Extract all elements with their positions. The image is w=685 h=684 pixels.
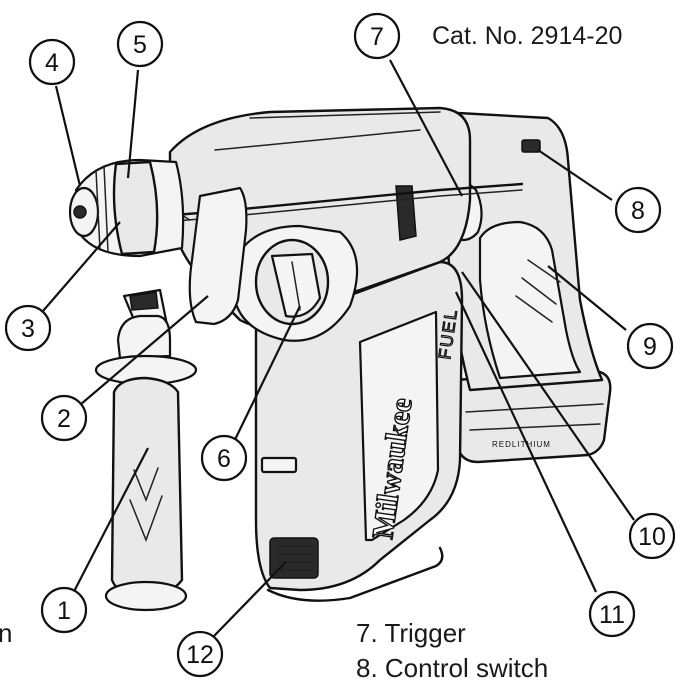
svg-text:5: 5 bbox=[133, 31, 147, 59]
clipped-legend-fragment: n bbox=[0, 618, 12, 648]
legend-item-control-switch: 8. Control switch bbox=[356, 653, 548, 683]
battery-brand-label: REDLITHIUM bbox=[492, 440, 551, 449]
led-light bbox=[269, 537, 319, 579]
callout-5: 5 bbox=[116, 20, 164, 68]
depth-rod-clamp bbox=[188, 186, 248, 326]
rear-handle bbox=[438, 110, 604, 392]
callout-11: 11 bbox=[588, 590, 636, 638]
callout-1: 1 bbox=[40, 586, 88, 634]
battery-pack: REDLITHIUM bbox=[450, 370, 612, 464]
svg-text:6: 6 bbox=[217, 445, 231, 473]
control-switch bbox=[521, 139, 541, 153]
svg-text:12: 12 bbox=[186, 641, 214, 669]
chuck bbox=[68, 158, 185, 258]
svg-text:1: 1 bbox=[57, 597, 71, 625]
callouts: 1 2 3 4 5 6 7 8 bbox=[4, 12, 676, 678]
svg-text:11: 11 bbox=[599, 601, 625, 629]
leader-lines bbox=[29, 59, 635, 637]
callout-7: 7 bbox=[353, 12, 401, 60]
svg-text:2: 2 bbox=[57, 405, 71, 433]
mode-selector-knob bbox=[232, 224, 359, 342]
side-handle bbox=[94, 288, 198, 612]
callout-9: 9 bbox=[626, 322, 674, 370]
callout-3: 3 bbox=[4, 304, 52, 352]
svg-text:9: 9 bbox=[643, 333, 657, 361]
rotary-hammer-illustration: REDLITHIUM Milwaukee FUEL bbox=[68, 106, 612, 612]
callout-2: 2 bbox=[40, 394, 88, 442]
svg-text:7: 7 bbox=[370, 23, 384, 51]
svg-text:8: 8 bbox=[631, 197, 645, 225]
motor-housing: Milwaukee FUEL bbox=[254, 260, 464, 602]
callout-4: 4 bbox=[28, 38, 76, 86]
catalog-number: Cat. No. 2914-20 bbox=[432, 22, 622, 50]
callout-12: 12 bbox=[176, 630, 224, 678]
svg-text:4: 4 bbox=[45, 49, 59, 77]
callout-8: 8 bbox=[614, 186, 662, 234]
parts-legend: 7. Trigger 8. Control switch bbox=[356, 618, 548, 683]
callout-10: 10 bbox=[628, 512, 676, 560]
svg-text:10: 10 bbox=[638, 523, 666, 551]
svg-text:3: 3 bbox=[21, 315, 35, 343]
callout-6: 6 bbox=[200, 434, 248, 482]
legend-item-trigger: 7. Trigger bbox=[356, 618, 466, 648]
